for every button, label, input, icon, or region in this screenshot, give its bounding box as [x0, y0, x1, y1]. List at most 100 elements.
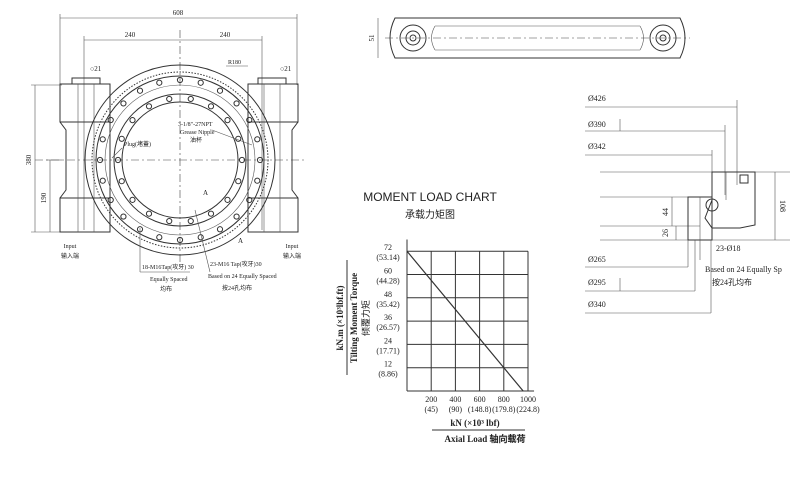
- x-tick-labels: 200(45)400(90)600(148.8)800(179.8)1000(2…: [425, 395, 540, 414]
- height-26: 26: [661, 229, 670, 237]
- chart-grid: [406, 239, 535, 392]
- top-view: 608 240 240 380 190 ○21 ○21: [25, 9, 305, 293]
- bolt-hole: [233, 213, 240, 220]
- dim-half: 190: [40, 192, 48, 203]
- tap1-label-1: 18-M16Tap(攻牙) 30: [142, 263, 194, 271]
- y-tick-label: 48: [384, 290, 392, 299]
- dia-390: Ø390: [588, 120, 606, 129]
- bolt-hole: [187, 217, 194, 225]
- bolt-hole: [156, 234, 163, 241]
- bolt-hole: [129, 117, 136, 124]
- height-44: 44: [661, 208, 670, 216]
- right-gearbox: [247, 77, 299, 233]
- y-tick-label: 60: [384, 267, 392, 276]
- grease-label-3: 油杯: [190, 136, 202, 144]
- y-tick-alt-label: (53.14): [376, 253, 400, 262]
- chart-marks: [406, 250, 524, 392]
- based-label-cn: 按24孔均布: [712, 277, 752, 287]
- y-tick-alt-label: (8.86): [378, 370, 398, 379]
- dim-height: 380: [25, 154, 33, 165]
- bolt-hole: [176, 236, 184, 244]
- bolt-hole: [246, 116, 253, 124]
- input-left-cn: 输入端: [61, 252, 79, 260]
- bolt-hole: [224, 196, 231, 203]
- y-axis-label-units: kN.m (×10³lbf.ft): [335, 285, 345, 350]
- side-dim-height: 51: [368, 34, 376, 42]
- x-tick-alt-label: (179.8): [492, 405, 516, 414]
- y-tick-label: 12: [384, 360, 392, 369]
- bolt-hole: [145, 103, 153, 110]
- bolt-hole: [107, 196, 114, 204]
- tap1-label-3: 均布: [160, 285, 172, 293]
- grease-label-2: Grease Nipple: [180, 130, 215, 136]
- bolt-hole: [207, 210, 215, 217]
- chart-title: MOMENT LOAD CHART: [363, 190, 497, 204]
- slewing-ring: [84, 64, 276, 256]
- bolt-hole: [99, 177, 106, 184]
- cross-section: Ø426 Ø390 Ø342 108 44 26 23-Ø18 Based on…: [585, 94, 790, 314]
- y-tick-labels: 72(53.14)60(44.28)48(35.42)36(26.57)24(1…: [376, 243, 400, 379]
- bolt-hole: [114, 156, 122, 164]
- dim-overall: 608: [173, 9, 184, 17]
- y-tick-label: 36: [384, 313, 392, 322]
- bolt-hole: [233, 100, 240, 107]
- bolt-hole: [96, 156, 104, 164]
- left-gearbox: [59, 77, 111, 233]
- bolt-hole: [120, 100, 127, 107]
- grease-label-1: 3-1/8"-27NPT: [178, 122, 213, 128]
- x-tick-alt-label: (45): [425, 405, 439, 414]
- hole-label-right: ○21: [280, 65, 292, 73]
- input-right-en: Input: [286, 244, 299, 250]
- dia-426: Ø426: [588, 94, 606, 103]
- x-axis-label-units: kN (×10³ lbf): [450, 418, 499, 428]
- dim-right: 240: [220, 31, 231, 39]
- bolt-hole: [166, 217, 173, 225]
- bolt-hole: [207, 103, 215, 110]
- dia-340: Ø340: [588, 300, 606, 309]
- bolt-hole: [107, 116, 114, 124]
- bolt-hole: [235, 178, 242, 185]
- chart-subtitle: 承载力矩图: [405, 208, 455, 221]
- bolt-hole: [118, 178, 125, 185]
- bolt-hole: [254, 177, 261, 184]
- section-mark-a1: A: [203, 189, 208, 197]
- y-tick-alt-label: (26.57): [376, 323, 400, 332]
- dim-left: 240: [125, 31, 136, 39]
- bolt-hole: [99, 136, 106, 143]
- section-mark-a2: A: [238, 237, 243, 245]
- y-tick-label: 72: [384, 243, 392, 252]
- bolt-hole: [254, 136, 261, 143]
- tap2-label-1: 23-M16 Tap(攻牙)30: [210, 260, 262, 268]
- side-view: 51: [368, 17, 690, 59]
- y-tick-alt-label: (17.71): [376, 346, 400, 355]
- x-tick-label: 800: [498, 395, 510, 404]
- bolt-hole: [187, 95, 194, 103]
- input-left-en: Input: [64, 244, 77, 250]
- bolt-hole: [216, 226, 224, 233]
- bolt-hole: [120, 213, 127, 220]
- y-axis-label: Tilting Moment Torque: [349, 273, 359, 363]
- x-tick-label: 400: [449, 395, 461, 404]
- radius-label: R180: [228, 60, 241, 66]
- x-tick-alt-label: (148.8): [468, 405, 492, 414]
- dia-265: Ø265: [588, 255, 606, 264]
- y-tick-alt-label: (44.28): [376, 277, 400, 286]
- bolt-hole: [256, 156, 264, 164]
- tap2-label-3: 按24孔均布: [222, 284, 252, 292]
- bolt-hole: [118, 135, 125, 142]
- bolt-hole: [197, 79, 204, 86]
- holes-label: 23-Ø18: [716, 244, 740, 253]
- y-tick-alt-label: (35.42): [376, 300, 400, 309]
- outer-bolt-holes: [96, 76, 264, 244]
- series-line: [406, 250, 524, 392]
- bolt-hole: [166, 95, 173, 103]
- tap1-label-2: Equally Spaced: [150, 277, 188, 283]
- dia-295: Ø295: [588, 278, 606, 287]
- x-tick-label: 600: [474, 395, 486, 404]
- y-axis-label-cn: 倾覆力矩: [360, 300, 371, 336]
- moment-load-chart: MOMENT LOAD CHART 承载力矩图 200(45)400(90)60…: [335, 190, 540, 444]
- input-right-cn: 输入端: [283, 252, 301, 260]
- based-label: Based on 24 Equally Sp: [705, 265, 782, 274]
